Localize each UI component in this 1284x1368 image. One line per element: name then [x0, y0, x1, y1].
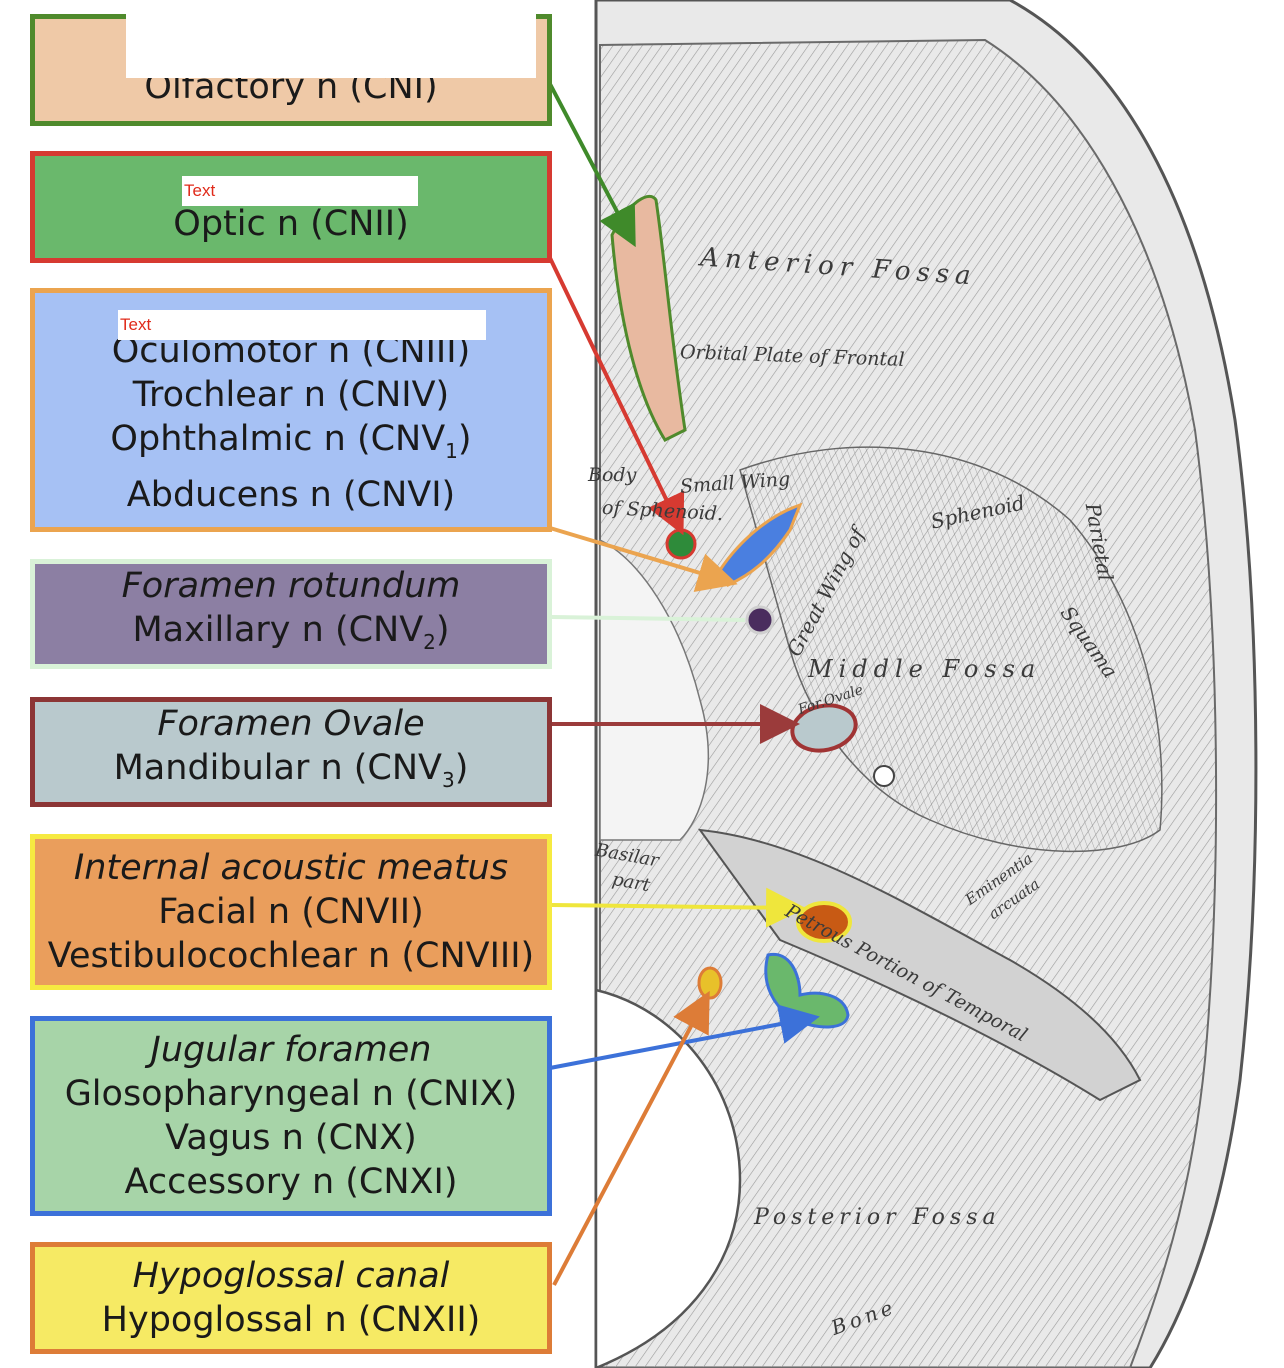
mandibular-close: ): [454, 748, 469, 788]
maxillary-text: Maxillary n (CNV: [132, 610, 424, 650]
facial-nerve-label: Facial n (CNVII): [158, 892, 424, 932]
olfactory-title-mask: [126, 14, 536, 78]
glossopharyngeal-nerve-label: Glosopharyngeal n (CNIX): [64, 1074, 518, 1114]
sella-region: [599, 538, 710, 841]
label-middle-fossa: Middle Fossa: [808, 655, 1042, 683]
petrous-ridge: [697, 828, 1142, 1102]
rotundum-title: Foramen rotundum: [121, 566, 461, 606]
iam-title: Internal acoustic meatus: [73, 848, 509, 888]
trochlear-nerve-label: Trochlear n (CNIV): [132, 375, 450, 415]
hypoglossal-nerve-label: Hypoglossal n (CNXII): [101, 1300, 481, 1340]
foramen-rotundum: [745, 605, 775, 635]
mandibular-sub: 3: [442, 768, 455, 792]
mandibular-text: Mandibular n (CNV: [113, 748, 442, 788]
maxillary-sub: 2: [423, 630, 436, 654]
vagus-nerve-label: Vagus n (CNX): [165, 1118, 417, 1158]
arrow-optic: [548, 257, 685, 536]
abducens-nerve-label: Abducens n (CNVI): [126, 475, 456, 515]
arrow-hypoglossal: [552, 990, 710, 1286]
maxillary-nerve-label: Maxillary n (CNV2): [132, 608, 449, 664]
foramen-spinosum: [873, 765, 895, 787]
box-optic: Optic n (CNII): [30, 151, 552, 263]
label-body: Body: [588, 464, 637, 486]
foramen-magnum: [594, 988, 742, 1368]
vestibulocochlear-nerve-label: Vestibulocochlear n (CNVIII): [47, 936, 535, 976]
cribriform-plate: [610, 194, 687, 442]
arrow-orbital: [549, 526, 738, 592]
ovale-title: Foramen Ovale: [157, 704, 425, 744]
box-rotundum: Foramen rotundum Maxillary n (CNV2): [30, 559, 552, 669]
middle-fossa-region: [739, 446, 1163, 853]
box-internal-acoustic-meatus: Internal acoustic meatus Facial n (CNVII…: [30, 834, 552, 990]
orbital-text-overlay[interactable]: Text: [118, 310, 486, 340]
label-posterior-fossa: Posterior Fossa: [754, 1205, 1001, 1230]
optic-text-overlay[interactable]: Text: [182, 176, 418, 206]
jugular-title: Jugular foramen: [150, 1030, 432, 1070]
box-ovale: Foramen Ovale Mandibular n (CNV3): [30, 697, 552, 807]
box-hypoglossal-canal: Hypoglossal canal Hypoglossal n (CNXII): [30, 1242, 552, 1354]
ophthalmic-nerve-label: Ophthalmic n (CNV1): [110, 417, 471, 473]
box-jugular-foramen: Jugular foramen Glosopharyngeal n (CNIX)…: [30, 1016, 552, 1216]
arrow-iam: [551, 887, 806, 928]
optic-canal: [665, 528, 697, 560]
accessory-nerve-label: Accessory n (CNXI): [124, 1162, 458, 1202]
arrow-rotundum: [551, 615, 746, 622]
maxillary-close: ): [435, 610, 450, 650]
ophthalmic-text: Ophthalmic n (CNV: [110, 419, 446, 459]
superior-orbital-fissure: [718, 502, 803, 587]
optic-nerve-label: Optic n (CNII): [173, 204, 409, 244]
ophthalmic-close: ): [457, 419, 472, 459]
ophthalmic-sub: 1: [445, 439, 458, 463]
arrow-olfactory: [548, 83, 636, 248]
mandibular-nerve-label: Mandibular n (CNV3): [114, 746, 469, 802]
hypoglossal-canal: [697, 966, 723, 1000]
hypoglossal-title: Hypoglossal canal: [132, 1256, 450, 1296]
